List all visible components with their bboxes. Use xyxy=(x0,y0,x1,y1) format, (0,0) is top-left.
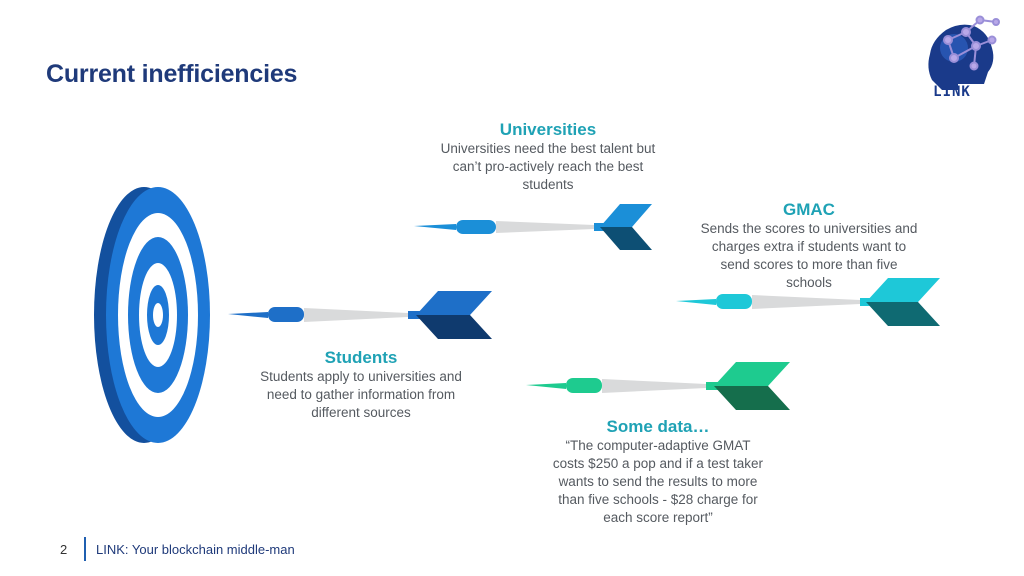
students-line: different sources xyxy=(311,405,411,420)
some-data-block: Some data… “The computer-adaptive GMAT c… xyxy=(530,417,786,527)
students-heading: Students xyxy=(324,348,398,367)
gmac-line: Sends the scores to universities and xyxy=(700,221,918,236)
students-line: Students apply to universities and xyxy=(260,369,462,384)
students-block: Students Students apply to universities … xyxy=(234,348,488,422)
universities-heading: Universities xyxy=(499,120,597,139)
dart-icon xyxy=(676,278,940,326)
universities-block: Universities Universities need the best … xyxy=(418,120,678,194)
some-data-line: costs $250 a pop and if a test taker xyxy=(552,456,764,471)
logo-text: LINK xyxy=(933,84,971,100)
universities-line: Universities need the best talent but xyxy=(440,141,656,156)
some-data-line: “The computer-adaptive GMAT xyxy=(565,438,751,453)
gmac-line: charges extra if students want to xyxy=(711,239,907,254)
footer-divider xyxy=(84,537,86,561)
some-data-line: wants to send the results to more xyxy=(558,474,758,489)
some-data-line: than five schools - $28 charge for xyxy=(558,492,758,507)
gmac-block: GMAC Sends the scores to universities an… xyxy=(678,200,940,292)
universities-line: can’t pro-actively reach the best xyxy=(452,159,644,174)
dart-icon xyxy=(414,204,652,250)
dart-icon xyxy=(526,362,790,410)
page-number: 2 xyxy=(60,542,68,557)
gmac-heading: GMAC xyxy=(783,200,835,219)
dart-icon xyxy=(228,291,492,339)
gmac-line: schools xyxy=(786,275,832,290)
some-data-line: each score report” xyxy=(603,510,713,525)
students-line: need to gather information from xyxy=(266,387,456,402)
universities-line: students xyxy=(522,177,574,192)
target-icon xyxy=(94,187,210,443)
gmac-line: send scores to more than five xyxy=(720,257,898,272)
link-brain-logo-icon xyxy=(928,15,1000,91)
some-data-heading: Some data… xyxy=(606,417,710,436)
slide-title: Current inefficiencies xyxy=(46,60,298,88)
footer-text: LINK: Your blockchain middle-man xyxy=(96,542,295,557)
